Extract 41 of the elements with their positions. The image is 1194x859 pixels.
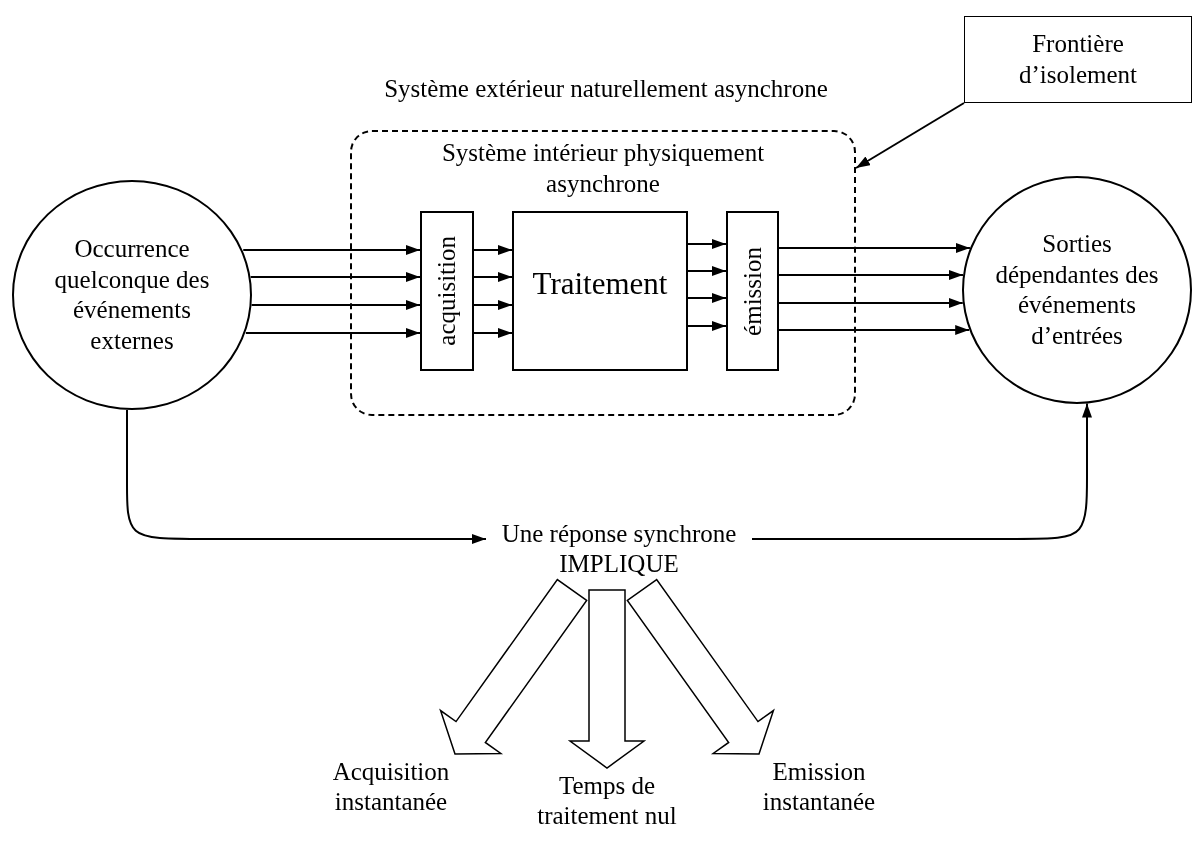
circle-label: Occurrence quelconque des événements externes [53,234,211,356]
arrow [855,102,965,169]
block-arrow [626,578,775,755]
arrow [244,328,421,338]
arrow [778,270,964,280]
arrow [687,293,727,303]
processing-box [512,211,688,371]
arrow [126,408,487,544]
node-text: Emission instantanée [729,757,909,821]
arrow [687,239,727,249]
circle-label: Sorties dépendantes des événements d’entrées [994,229,1160,351]
stage-label: émission [738,246,767,336]
stage-box [420,211,474,371]
event-circle [12,180,252,410]
arrow [687,321,727,331]
arrow [778,298,964,308]
stage-box [726,211,779,371]
event-circle [962,176,1192,404]
block-arrow [439,578,588,755]
stage-label: acquisition [433,236,461,346]
callout-box [964,16,1192,103]
node-text: Une réponse synchrone IMPLIQUE [488,519,750,585]
node-text: Acquisition instantanée [301,757,481,821]
system-label: Système extérieur naturellement asynchrone [383,75,829,103]
arrow [687,266,727,276]
block-arrow [567,589,647,769]
arrow [473,245,513,255]
arrow [778,243,971,253]
node-text: Temps de traitement nul [527,771,687,858]
process-label: Traitement [532,265,668,303]
arrow [778,325,971,335]
arrow [473,272,513,282]
arrow [751,402,1092,540]
arrow [473,328,513,338]
arrow [242,245,421,255]
arrow [249,272,421,282]
arrow [250,300,421,310]
callout-text: Frontière d’isolement [1018,29,1138,90]
arrow [473,300,513,310]
boundary-title: Système intérieur physiquement asynchrone [440,138,766,199]
dashed-boundary [350,130,856,416]
